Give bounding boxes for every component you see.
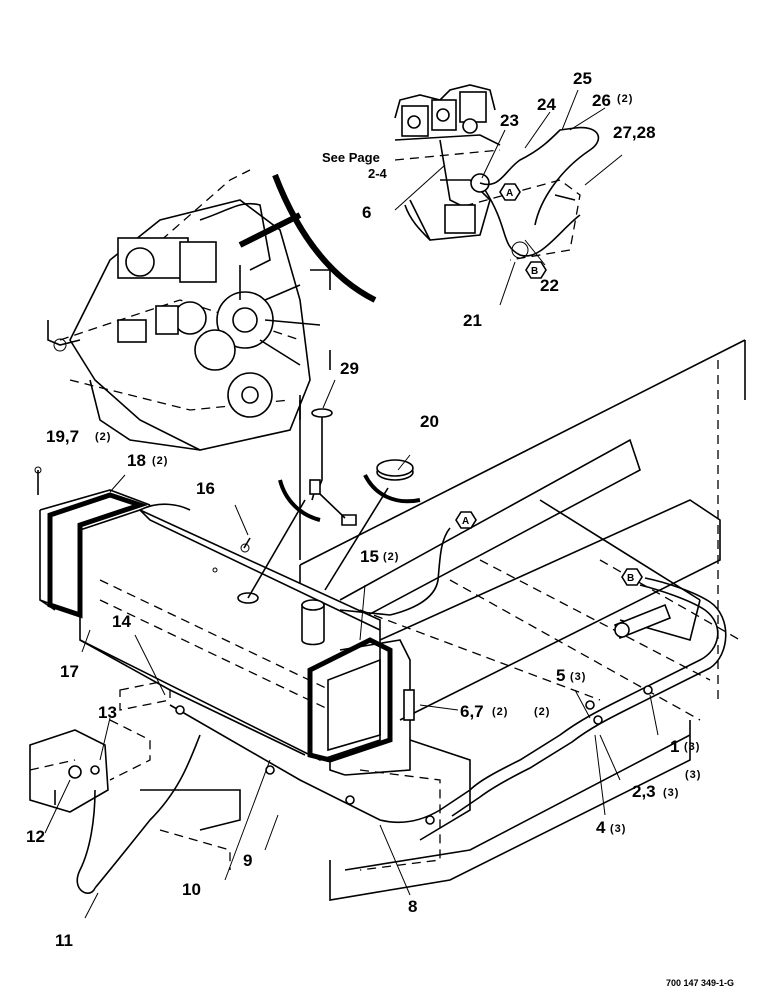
callout-24: 24 xyxy=(537,95,556,114)
callout-29: 29 xyxy=(340,359,359,378)
callout-2-3-qty: (3) xyxy=(663,787,679,799)
callout-6-7: 6,7 xyxy=(460,702,484,721)
fuel-sender xyxy=(247,395,357,599)
svg-text:A: A xyxy=(462,516,469,527)
callout-15: 15 xyxy=(360,547,379,566)
svg-text:B: B xyxy=(627,573,634,584)
tank-right-strap xyxy=(307,637,415,776)
callout-1: 1 xyxy=(670,737,679,756)
callout-19-7-qty: (2) xyxy=(95,431,111,443)
callout-9: 9 xyxy=(243,851,252,870)
callout-25: 25 xyxy=(573,69,592,88)
callout-10: 10 xyxy=(182,880,201,899)
injector-detail xyxy=(394,84,600,261)
callout-12: 12 xyxy=(26,827,45,846)
callout-21: 21 xyxy=(463,311,482,330)
fuel-lines xyxy=(76,527,727,894)
callout-2-3-qty-extra: (3) xyxy=(685,769,701,781)
callout-20: 20 xyxy=(420,412,439,431)
svg-text:A: A xyxy=(506,188,513,199)
connector-a-top: A xyxy=(499,183,521,201)
callout-22: 22 xyxy=(540,276,559,295)
left-bracket xyxy=(29,729,109,813)
callout-18-qty: (2) xyxy=(152,455,168,467)
callout-26-qty: (2) xyxy=(617,93,633,105)
callout-27-28: 27,28 xyxy=(613,123,656,142)
callout-6-7-qty: (2) xyxy=(492,706,508,718)
callout-17: 17 xyxy=(60,662,79,681)
detail-callout-arc xyxy=(272,173,377,303)
callout-23: 23 xyxy=(500,111,519,130)
engine-assembly xyxy=(47,169,331,451)
lower-supports xyxy=(109,679,471,871)
fuel-cap xyxy=(324,459,421,591)
callout-2-3: 2,3 xyxy=(632,782,656,801)
svg-text:See Page: See Page xyxy=(322,150,380,165)
connector-a-frame: A xyxy=(455,511,477,529)
callout-14: 14 xyxy=(112,612,131,631)
fuel-tank xyxy=(79,503,381,761)
see-page-note: See Page 2-4 xyxy=(322,150,388,181)
callout-4-qty: (3) xyxy=(610,823,626,835)
machine-frame xyxy=(299,339,746,901)
callout-13: 13 xyxy=(98,703,117,722)
callout-26: 26 xyxy=(592,91,611,110)
connector-b-top: B xyxy=(525,261,547,279)
screw-19-head xyxy=(34,466,42,474)
figure-id: 700 147 349-1-G xyxy=(666,978,734,988)
callout-5-qty: (3) xyxy=(570,671,586,683)
callout-18: 18 xyxy=(127,451,146,470)
svg-text:B: B xyxy=(531,266,538,277)
leader-lines xyxy=(44,89,659,919)
callout-8: 8 xyxy=(408,897,417,916)
svg-text:2-4: 2-4 xyxy=(368,166,388,181)
callout-6-7-qty-extra: (2) xyxy=(534,706,550,718)
callout-4: 4 xyxy=(596,818,606,837)
callout-15-qty: (2) xyxy=(383,551,399,563)
callout-6-top: 6 xyxy=(362,203,371,222)
detail-callout-arc-inner xyxy=(238,212,302,248)
callout-1-qty: (3) xyxy=(684,741,700,753)
callout-11: 11 xyxy=(55,931,73,950)
connector-b-frame: B xyxy=(621,568,643,586)
callout-5: 5 xyxy=(556,666,565,685)
screw-16 xyxy=(243,537,251,549)
callout-16: 16 xyxy=(196,479,215,498)
tank-end-strap xyxy=(39,489,151,619)
callout-19-7: 19,7 xyxy=(46,427,79,446)
